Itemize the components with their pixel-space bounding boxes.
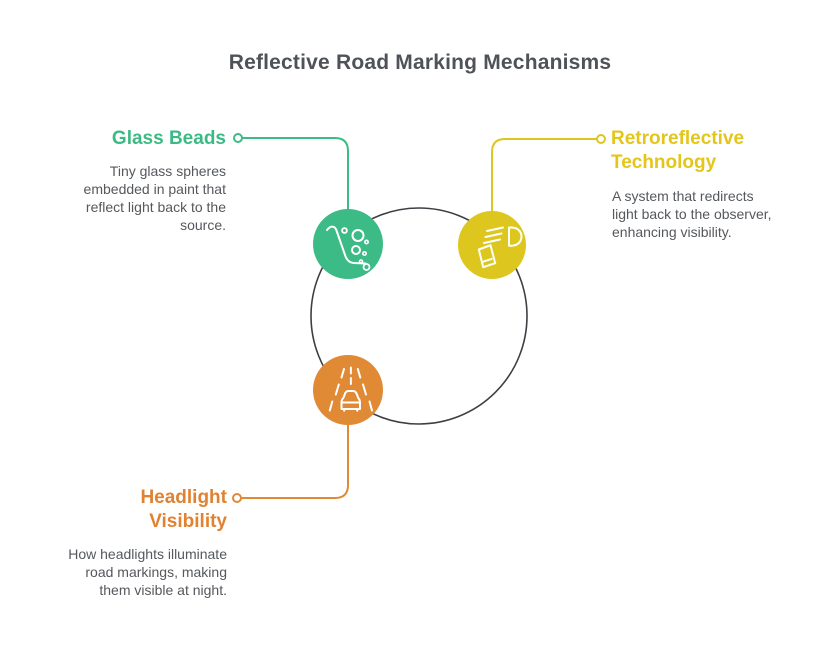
node-circle-headlight: [313, 355, 383, 425]
connector-headlight: [232, 423, 349, 503]
node-circle-glass-beads: [313, 209, 383, 279]
node-label-headlight: Headlight Visibility: [140, 487, 227, 532]
connector-end-dot: [596, 134, 606, 144]
road-car-icon: [328, 366, 373, 412]
node-description-retroreflective: A system that redirects light back to th…: [612, 188, 772, 240]
connector-end-dot: [232, 493, 242, 503]
connector-glass-beads: [233, 133, 349, 212]
node-label-glass-beads: Glass Beads: [111, 128, 226, 149]
headlight-beam-icon: [477, 226, 523, 269]
connector-end-dot: [233, 133, 243, 143]
node-description-headlight: How headlights illuminate road markings,…: [68, 546, 227, 598]
node-description-glass-beads: Tiny glass spheres embedded in paint tha…: [83, 163, 226, 233]
page-title: Reflective Road Marking Mechanisms: [228, 51, 612, 74]
node-label-retroreflective: Retroreflective Technology: [611, 128, 745, 173]
connector-retroreflective: [491, 134, 606, 214]
central-ring: [310, 207, 528, 425]
glass-beads-icon: [326, 225, 371, 271]
